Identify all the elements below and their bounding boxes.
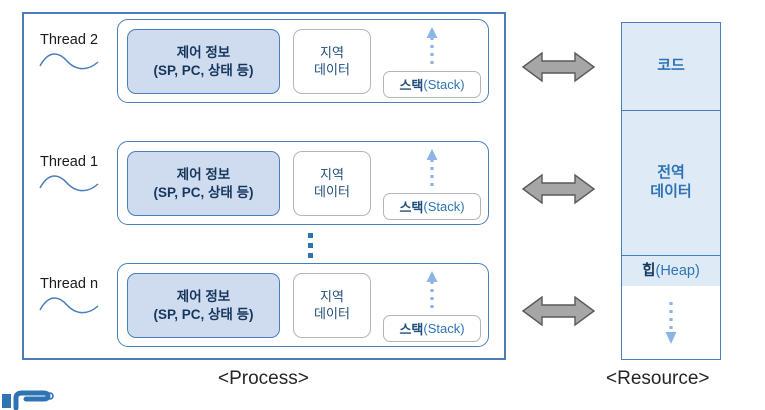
stack-box: 스택(Stack) bbox=[383, 315, 481, 342]
thread-container: 제어 정보 (SP, PC, 상태 등) 지역 데이터 스택(Stack) bbox=[117, 19, 489, 103]
thread-ellipsis-icon bbox=[308, 233, 313, 258]
stack-group: 스택(Stack) bbox=[383, 270, 481, 342]
stack-label-ko: 스택 bbox=[399, 200, 424, 215]
resource-caption: <Resource> bbox=[606, 368, 710, 389]
resource-segment-code: 코드 bbox=[622, 23, 720, 111]
resource-global-label-line-2: 데이터 bbox=[650, 183, 692, 200]
thread-label-group: Thread n bbox=[26, 276, 112, 318]
local-data-box: 지역 데이터 bbox=[293, 273, 371, 338]
brand-logo-icon bbox=[2, 390, 54, 410]
thread-label: Thread 2 bbox=[39, 32, 99, 48]
resource-heap-label-ko: 힙 bbox=[642, 262, 656, 279]
thread-container: 제어 정보 (SP, PC, 상태 등) 지역 데이터 스택(Stack) bbox=[117, 263, 489, 347]
stack-grow-up-arrow-icon bbox=[426, 27, 438, 64]
resource-heap-label-en: (Heap) bbox=[655, 262, 700, 279]
control-info-box: 제어 정보 (SP, PC, 상태 등) bbox=[127, 151, 280, 216]
stack-box: 스택(Stack) bbox=[383, 71, 481, 98]
control-info-line-1: 제어 정보 bbox=[176, 45, 231, 61]
thread-container: 제어 정보 (SP, PC, 상태 등) 지역 데이터 스택(Stack) bbox=[117, 141, 489, 225]
stack-group: 스택(Stack) bbox=[383, 148, 481, 220]
control-info-box: 제어 정보 (SP, PC, 상태 등) bbox=[127, 273, 280, 338]
logo-fragment bbox=[0, 388, 58, 410]
stack-label-ko: 스택 bbox=[399, 78, 424, 93]
resource-panel: 코드 전역 데이터 힙(Heap) bbox=[621, 22, 721, 360]
thread-row: Thread 1 제어 정보 (SP, PC, 상태 등) 지역 데이터 스택(… bbox=[0, 141, 506, 227]
control-info-line-2: (SP, PC, 상태 등) bbox=[153, 62, 254, 78]
ellipsis-dot bbox=[308, 253, 313, 258]
bidirectional-arrow-icon bbox=[521, 295, 596, 327]
resource-global-label-line-1: 전역 bbox=[657, 164, 685, 182]
thread-row: Thread n 제어 정보 (SP, PC, 상태 등) 지역 데이터 스택(… bbox=[0, 263, 506, 349]
local-data-line-2: 데이터 bbox=[314, 61, 350, 77]
ellipsis-dot bbox=[308, 243, 313, 248]
stack-label-ko: 스택 bbox=[399, 322, 424, 337]
process-caption: <Process> bbox=[218, 368, 309, 389]
bidirectional-arrow-icon bbox=[521, 51, 596, 83]
stack-group: 스택(Stack) bbox=[383, 26, 481, 98]
control-info-box: 제어 정보 (SP, PC, 상태 등) bbox=[127, 29, 280, 94]
resource-segment-heap: 힙(Heap) bbox=[622, 256, 720, 286]
resource-segment-free-space bbox=[622, 286, 720, 359]
control-info-line-2: (SP, PC, 상태 등) bbox=[153, 306, 254, 322]
stack-label-en: (Stack) bbox=[423, 199, 465, 214]
resource-code-label: 코드 bbox=[657, 57, 685, 75]
local-data-box: 지역 데이터 bbox=[293, 151, 371, 216]
bidirectional-arrow-icon bbox=[521, 173, 596, 205]
thread-label: Thread 1 bbox=[39, 154, 99, 170]
thread-label-group: Thread 2 bbox=[26, 32, 112, 74]
stack-grow-up-arrow-icon bbox=[426, 271, 438, 308]
control-info-line-2: (SP, PC, 상태 등) bbox=[153, 184, 254, 200]
ellipsis-dot bbox=[308, 233, 313, 238]
thread-label-group: Thread 1 bbox=[26, 154, 112, 196]
stack-grow-up-arrow-icon bbox=[426, 149, 438, 186]
local-data-line-2: 데이터 bbox=[314, 305, 350, 321]
local-data-line-1: 지역 bbox=[320, 289, 344, 305]
thread-wave-icon bbox=[39, 297, 99, 314]
local-data-line-1: 지역 bbox=[320, 167, 344, 183]
thread-row: Thread 2 제어 정보 (SP, PC, 상태 등) 지역 데이터 스택(… bbox=[0, 19, 506, 105]
local-data-line-1: 지역 bbox=[320, 45, 344, 61]
stack-box: 스택(Stack) bbox=[383, 193, 481, 220]
control-info-line-1: 제어 정보 bbox=[176, 167, 231, 183]
thread-label: Thread n bbox=[39, 276, 99, 292]
resource-segment-global-data: 전역 데이터 bbox=[622, 111, 720, 256]
heap-grow-down-arrow-icon bbox=[665, 301, 677, 344]
stack-label-en: (Stack) bbox=[423, 77, 465, 92]
thread-wave-icon bbox=[39, 53, 99, 70]
local-data-line-2: 데이터 bbox=[314, 183, 350, 199]
stack-label-en: (Stack) bbox=[423, 321, 465, 336]
local-data-box: 지역 데이터 bbox=[293, 29, 371, 94]
thread-wave-icon bbox=[39, 175, 99, 192]
control-info-line-1: 제어 정보 bbox=[176, 289, 231, 305]
